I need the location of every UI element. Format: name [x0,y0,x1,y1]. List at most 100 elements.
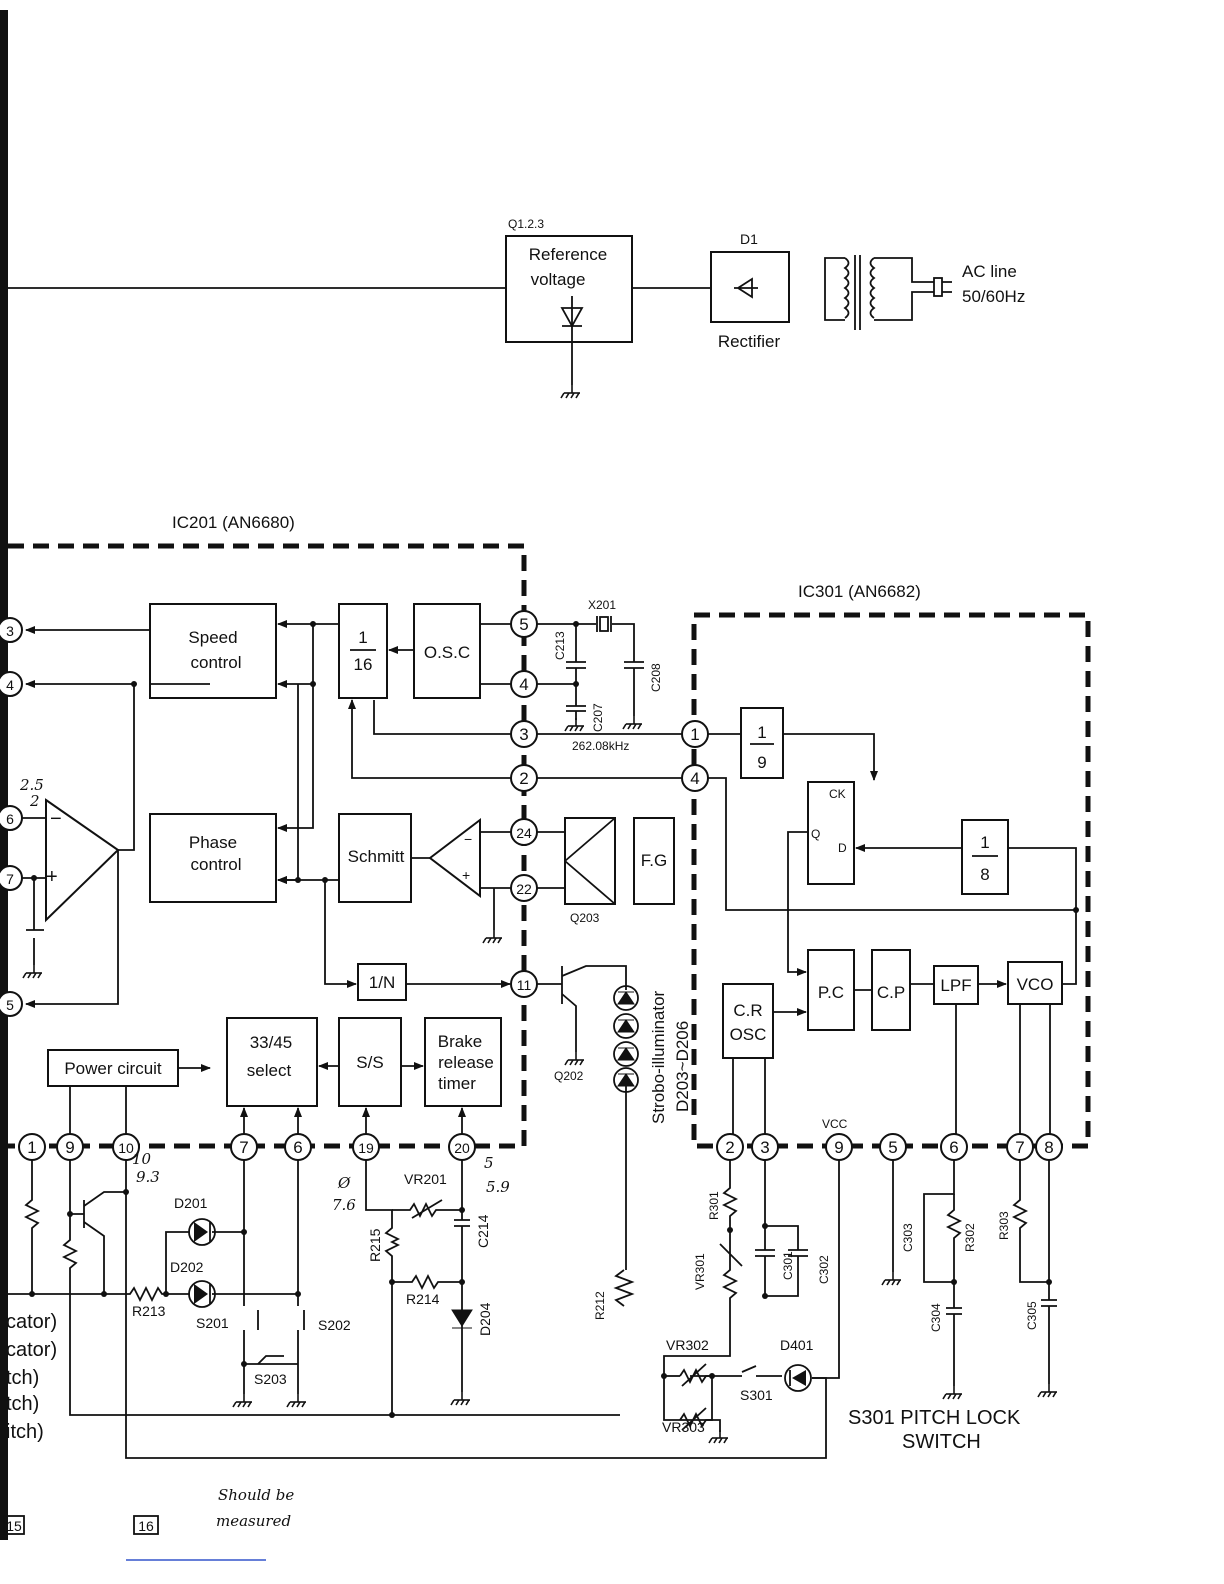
led-d401-icon [784,1364,812,1392]
q203-block [564,817,616,905]
svg-text:1/N: 1/N [369,973,395,992]
svg-text:6: 6 [293,1138,302,1157]
flip-flop-block [807,781,855,885]
svg-text:1: 1 [757,723,766,742]
svg-text:7: 7 [6,871,14,887]
opamp-icon [45,798,120,923]
svg-text:D: D [838,841,847,855]
transformer-icon [824,255,952,330]
svg-text:R302: R302 [963,1223,977,1252]
svg-text:R212: R212 [593,1291,607,1320]
svg-text:1: 1 [27,1138,36,1157]
pc-block [807,949,855,1031]
ic201-bottom-pins: 1 9 10 7 6 19 20 [18,1133,476,1161]
vr303-icon [679,1376,713,1431]
svg-text:control: control [190,855,241,874]
svg-text:R303: R303 [997,1211,1011,1240]
svg-text:X201: X201 [588,598,616,612]
led-d202-icon [188,1280,216,1308]
ref-block-line1: Reference [529,245,607,264]
svg-text:CK: CK [829,787,846,801]
ref-designator: Q1.2.3 [508,217,544,231]
svg-text:select: select [247,1061,292,1080]
page-16-marker [133,1515,159,1535]
svg-text:O.S.C: O.S.C [424,643,470,662]
svg-text:VR301: VR301 [693,1253,707,1290]
phase-control-block [149,813,277,903]
speed-control-block [149,603,277,699]
speed-select-block [226,1017,318,1107]
svg-text:S203: S203 [254,1371,287,1387]
svg-text:C207: C207 [591,703,605,732]
svg-text:F.G: F.G [641,851,667,870]
svg-text:4: 4 [690,769,699,788]
svg-text:33/45: 33/45 [250,1033,293,1052]
svg-text:11: 11 [517,977,532,993]
ic301-boundary [691,612,1091,1149]
svg-text:5: 5 [519,615,528,634]
svg-text:7: 7 [239,1138,248,1157]
svg-text:1: 1 [690,725,699,744]
ic301-title: IC301 (AN6682) [798,582,921,601]
reference-voltage-block [505,235,633,343]
svg-text:9: 9 [834,1138,843,1157]
divide-16-block [338,603,388,699]
svg-text:8: 8 [1044,1138,1053,1157]
svg-text:8: 8 [980,865,989,884]
svg-text:+: + [46,866,58,888]
svg-text:D202: D202 [170,1259,204,1275]
svg-text:S201: S201 [196,1315,229,1331]
svg-text:P.C: P.C [818,983,844,1002]
svg-text:Speed: Speed [188,628,237,647]
svg-text:262.08kHz: 262.08kHz [572,739,629,753]
svg-text:Q: Q [811,827,820,841]
rectifier-block [710,251,790,323]
svg-text:3: 3 [519,725,528,744]
svg-text:9.3: 9.3 [136,1168,160,1186]
svg-text:7.6: 7.6 [332,1196,356,1214]
strobo-diodes: D203~D206 [673,1021,692,1112]
svg-text:VCO: VCO [1017,975,1054,994]
svg-text:C.P: C.P [877,983,905,1002]
svg-text:Phase: Phase [189,833,237,852]
svg-text:6: 6 [949,1138,958,1157]
svg-text:9: 9 [757,753,766,772]
led-d201-icon [188,1218,216,1246]
svg-text:control: control [190,653,241,672]
cr-osc-block [722,983,774,1059]
svg-text:5: 5 [484,1154,494,1172]
page-edge [0,10,8,1540]
svg-text:R213: R213 [132,1303,166,1319]
divide-8-block [961,819,1009,895]
svg-text:15: 15 [6,1518,22,1534]
svg-text:2.5: 2.5 [19,776,44,794]
svg-text:Power circuit: Power circuit [64,1059,162,1078]
ic201-title: IC201 (AN6680) [172,513,295,532]
svg-text:7: 7 [1015,1138,1024,1157]
svg-text:C208: C208 [649,663,663,692]
ic201-right-pins: 5 4 3 2 24 22 11 [510,610,538,998]
svg-text:OSC: OSC [730,1025,767,1044]
svg-text:2: 2 [29,792,40,810]
svg-text:4: 4 [519,675,528,694]
svg-text:LPF: LPF [940,976,971,995]
svg-text:2: 2 [725,1138,734,1157]
svg-text:20: 20 [454,1140,470,1156]
svg-text:+: + [462,867,470,883]
vco-block [1007,961,1063,1005]
osc-block [413,603,481,699]
svg-text:C213: C213 [553,631,567,660]
ac-line-label: AC line [962,262,1017,281]
page-15-marker [3,1515,25,1535]
svg-text:measured: measured [216,1512,291,1530]
svg-text:cator): cator) [6,1339,57,1361]
svg-text:C302: C302 [817,1255,831,1284]
svg-text:16: 16 [354,655,373,674]
svg-text:D204: D204 [477,1302,493,1336]
svg-text:5: 5 [888,1138,897,1157]
svg-text:itch): itch) [6,1421,44,1443]
ac-freq-label: 50/60Hz [962,287,1025,306]
svg-text:S202: S202 [318,1317,351,1333]
svg-text:VR201: VR201 [404,1171,447,1187]
rectifier-label: Rectifier [718,332,781,351]
